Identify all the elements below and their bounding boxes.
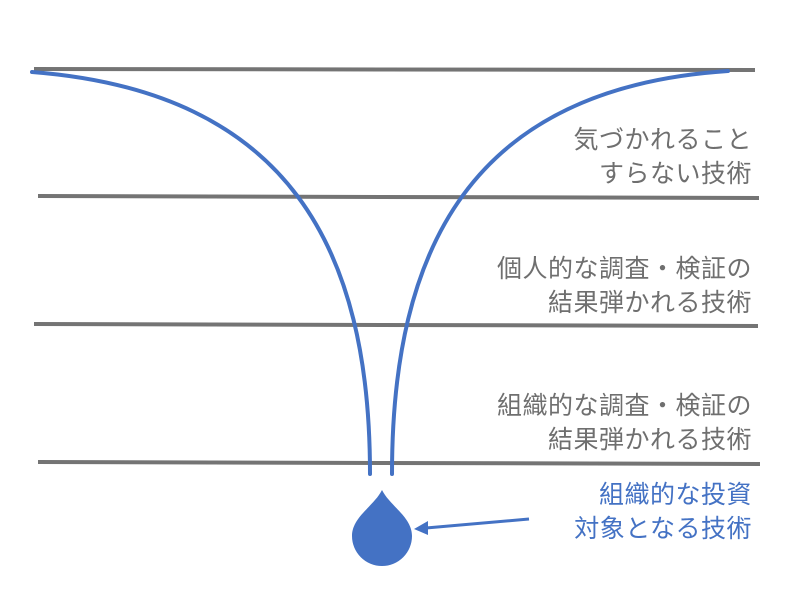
- threshold-line-3: [33, 322, 759, 328]
- label-unnoticed-tech-line-2: すらない技術: [598, 159, 752, 188]
- arrow-shaft: [425, 517, 530, 530]
- label-investment-target-tech: 組織的な投資 対象となる技術: [574, 478, 752, 546]
- threshold-line-2: [37, 194, 760, 200]
- label-individual-rejected-tech-line-2: 結果弾かれる技術: [547, 288, 752, 317]
- label-investment-target-tech-line-1: 組織的な投資: [598, 480, 752, 509]
- label-unnoticed-tech: 気づかれること すらない技術: [573, 123, 752, 191]
- label-individual-rejected-tech: 個人的な調査・検証の 結果弾かれる技術: [497, 252, 752, 320]
- arrow-head-icon: [414, 521, 428, 535]
- label-individual-rejected-tech-line-1: 個人的な調査・検証の: [496, 254, 752, 283]
- label-organizational-rejected-tech-line-2: 結果弾かれる技術: [547, 425, 752, 454]
- funnel-left-curve: [30, 70, 372, 476]
- funnel-right-curve: [390, 69, 730, 476]
- threshold-line-4: [37, 460, 761, 466]
- threshold-line-1: [33, 67, 756, 72]
- label-unnoticed-tech-line-1: 気づかれること: [573, 125, 752, 154]
- label-organizational-rejected-tech-line-1: 組織的な調査・検証の: [496, 391, 752, 420]
- label-investment-target-tech-line-2: 対象となる技術: [574, 514, 752, 543]
- drop-icon: [352, 490, 412, 566]
- label-organizational-rejected-tech: 組織的な調査・検証の 結果弾かれる技術: [497, 389, 752, 457]
